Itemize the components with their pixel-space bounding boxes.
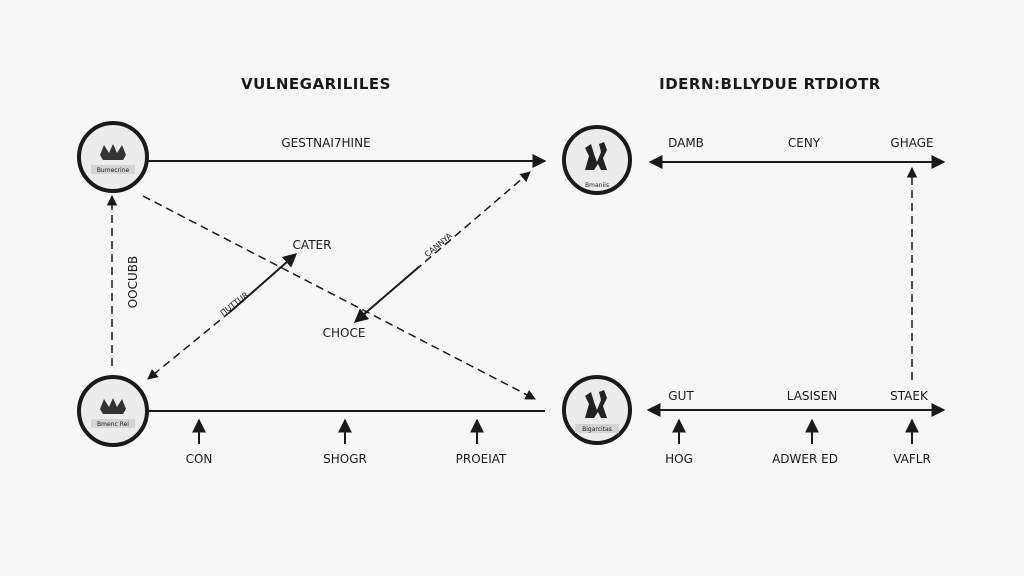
mid-label: GUT [668,389,694,403]
edge-cater-upper [229,253,298,313]
edge-diagonal-down [142,195,536,400]
node-top-right[interactable]: Bmaniis [562,125,632,195]
bottom-label: SHOGR [323,452,367,466]
node-tag: Bmenc Rei [97,421,129,428]
figures-icon [585,142,607,170]
top-label: DAMB [668,136,704,150]
top-label: GHAGE [890,136,933,150]
bottom-label: VAFLR [893,452,931,466]
crown-icon [100,144,126,160]
edge-label-vertical: OOCUBB [126,256,140,309]
node-tag: Bmaniis [585,182,609,189]
bottom-label: CON [186,452,213,466]
choce-label: CHOCE [323,326,366,340]
edge-cater-lower [147,311,231,380]
diag-small-label-2: CANNYA [423,231,454,259]
right-title: IDERN:BLLYDUE RTDIOTR [659,75,881,93]
cater-label: CATER [293,238,332,252]
bottom-label: PROEIAT [456,452,507,466]
top-label: CENY [788,136,821,150]
node-tag: Bumecrine [97,167,130,174]
figures-icon [585,390,607,418]
left-title: VULNEGARILILES [241,75,391,93]
mid-label: LASISEN [787,389,838,403]
mid-label: STAEK [890,389,929,403]
edge-choce-lower [353,265,421,323]
bottom-label: ADWER ED [772,452,838,466]
node-bottom-left[interactable]: Bmenc Rei [77,375,149,447]
node-tag: Bigarcitas [582,426,612,433]
node-bottom-right[interactable]: Bigarcitas [562,375,632,445]
node-top-left[interactable]: Bumecrine [77,121,149,193]
diag-small-label-1: ПUTTUR [219,290,251,318]
crown-icon [100,398,126,414]
edge-label-top: GESTNAI7HINE [281,136,370,150]
bottom-label: HOG [665,452,693,466]
edge-choce-upper [419,171,531,267]
